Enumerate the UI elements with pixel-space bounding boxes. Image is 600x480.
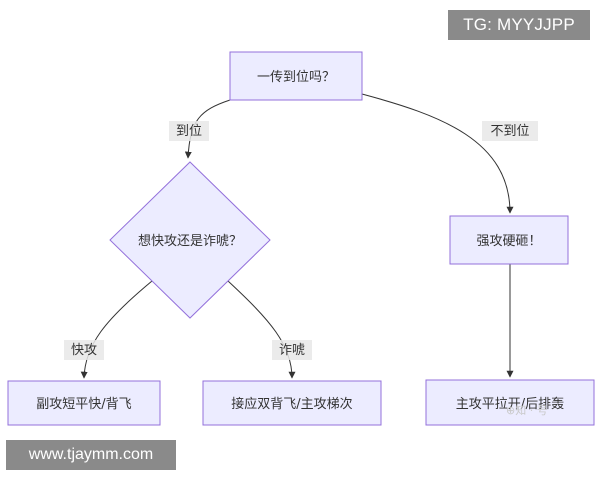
node-bluff-label: 接应双背飞/主攻梯次 [231,396,352,412]
node-bluff: 接应双背飞/主攻梯次 [202,380,382,426]
edge-label-yes: 到位 [169,121,209,141]
edge-label-yes-text: 到位 [176,124,202,139]
node-main: 主攻平拉开/后排轰 [425,379,595,426]
telegram-watermark: TG: MYYJJPP [448,10,590,40]
node-start-label: 一传到位吗？ [257,70,335,85]
edge-label-bluff: 诈唬 [272,340,312,360]
edge-label-fast-text: 快攻 [71,343,97,358]
node-fast-label: 副攻短平快/背飞 [36,397,131,412]
node-decision: 想快攻还是诈唬？ [109,161,271,319]
corner-watermark: ⊕知 · 号 [506,404,548,417]
edge-decision-to-fast [80,280,153,379]
node-strong-attack-label: 强攻硬砸！ [476,234,541,249]
edge-start-to-strong-attack [361,93,514,214]
edge-label-bluff-text: 诈唬 [279,343,305,358]
edge-label-no-text: 不到位 [490,124,529,139]
edge-label-fast: 快攻 [64,340,104,360]
node-strong-attack: 强攻硬砸！ [449,215,569,265]
node-decision-label: 想快攻还是诈唬？ [138,233,242,249]
edge-decision-to-bluff [227,280,296,379]
node-main-label: 主攻平拉开/后排轰 [456,396,564,412]
node-fast: 副攻短平快/背飞 [7,380,161,426]
edge-label-no: 不到位 [482,121,538,141]
site-watermark: www.tjaymm.com [6,440,176,470]
node-start: 一传到位吗？ [229,51,363,101]
edge-start-to-decision [184,99,231,159]
